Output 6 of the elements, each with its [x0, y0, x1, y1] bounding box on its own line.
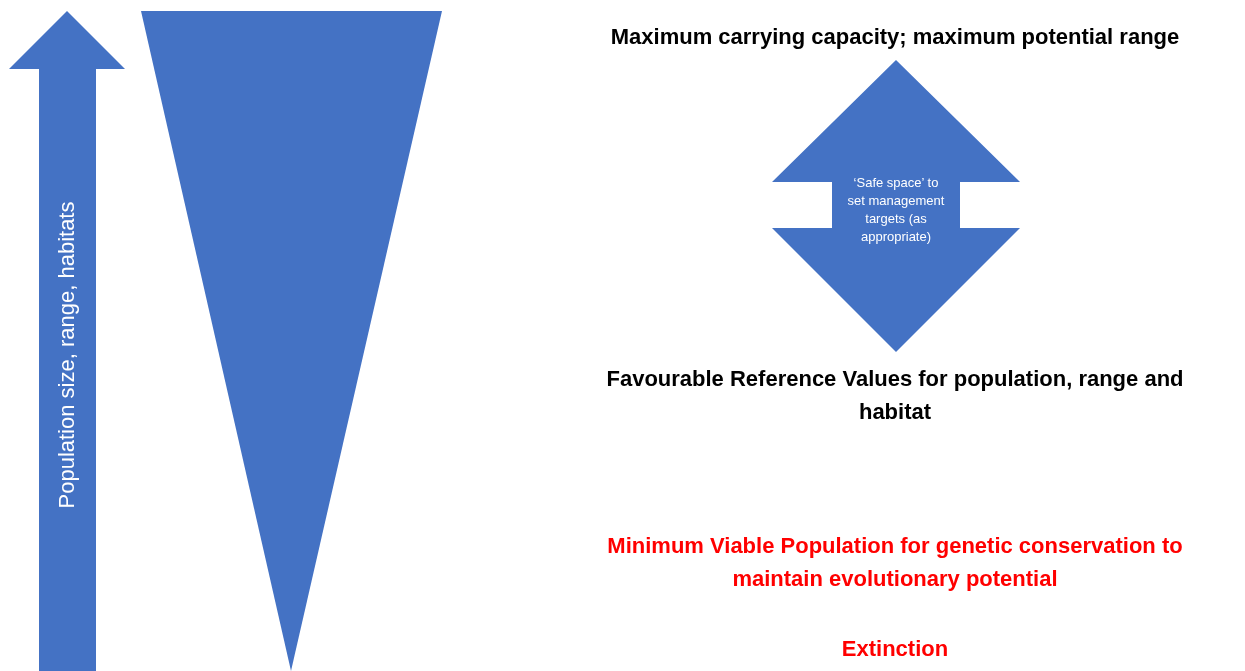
level-label: Minimum Viable Population for genetic conservation to maintain evolutionary potential — [606, 532, 1184, 593]
level-label: Maximum carrying capacity; maximum potential range — [610, 23, 1180, 51]
arrow-text: ‘Safe space’ to set management targets (as appropriate) — [846, 173, 946, 247]
axis-label: Population size, range, habitats — [56, 201, 78, 509]
level-label: Favourable Reference Values for population, range and habitat — [605, 365, 1185, 426]
level-label: Extinction — [841, 635, 949, 663]
